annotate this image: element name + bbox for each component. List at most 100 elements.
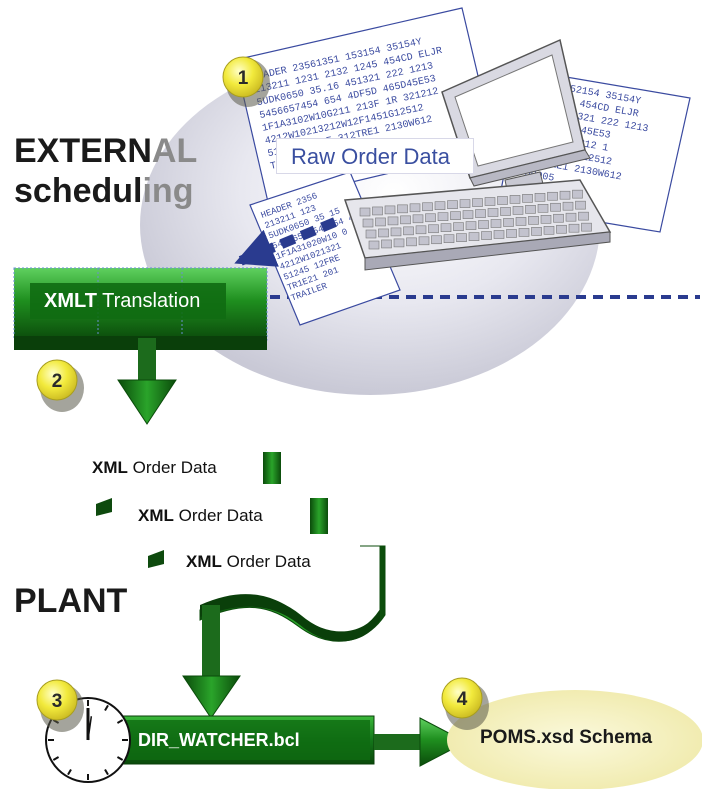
xml-order-data-label-3: XML Order Data [186,552,311,571]
keyboard-key [418,236,430,246]
keyboard-key [490,219,502,228]
step-number-2: 2 [52,371,63,392]
step-number-3: 3 [52,691,63,712]
keyboard-key [578,211,589,221]
keyboard-key [378,228,389,238]
keyboard-key [406,237,417,247]
xmlt-translation-block [13,267,268,350]
xml-order-data-label-2: XML Order Data [138,506,263,525]
keyboard-key [440,223,452,232]
raw-order-data-label: Raw Order Data [276,138,474,174]
keyboard-key [581,222,592,232]
keyboard-key [465,221,477,230]
raw-data-flow-arrow [234,217,337,267]
keyboard-key [368,240,380,250]
keyboard-key [422,202,433,212]
keyboard-key [556,224,567,234]
plant-input-arrow [182,605,241,719]
keyboard-key [437,212,449,221]
keyboard-key [462,210,474,219]
keyboard-key [472,198,483,207]
keyboard-key [478,220,489,229]
xml-data-flow-shape [199,545,386,642]
keyboard-key [484,197,496,206]
step-badge-2: 2 [36,359,84,412]
keyboard-key [431,235,442,245]
keyboard-key [425,213,436,223]
keyboard-key [500,207,511,216]
poms-schema-label: POMS.xsd Schema [480,727,653,748]
keyboard-key [572,189,583,199]
step-number-1: 1 [238,68,249,89]
keyboard-key [515,217,527,226]
external-heading: EXTERNAL [14,132,198,170]
keyboard-key [381,239,392,249]
xml-order-data-label-1: XML Order Data [92,458,217,477]
keyboard-key [559,190,571,200]
keyboard-key [493,230,505,239]
keyboard-key [447,200,458,209]
keyboard-key [387,216,399,226]
keyboard-key [528,216,539,225]
keyboard-key [481,231,492,240]
keyboard-key [565,212,577,222]
keyboard-key [503,218,514,227]
keyboard-key [537,204,549,213]
poms-schema-ellipse [447,690,702,789]
keyboard-key [540,215,552,224]
keyboard-key [412,214,424,224]
keyboard-key [568,223,580,233]
keyboard-key [415,225,427,235]
keyboard-key [518,228,530,237]
keyboard-key [362,218,374,228]
step-badge-3: 3 [36,679,84,732]
keyboard-key [365,229,377,239]
keyboard-key [400,215,411,225]
keyboard-key [375,217,386,227]
xmlt-output-arrow [117,338,177,425]
keyboard-key [497,196,508,205]
keyboard-key [525,205,536,214]
keyboard-key [547,191,558,201]
keyboard-key [575,200,586,210]
clock-tick [116,756,124,761]
keyboard-key [393,238,405,248]
keyboard-key [409,203,421,213]
xmlt-translation-label: XMLT Translation [44,290,201,312]
keyboard-key [553,213,564,223]
keyboard-key [543,226,555,235]
keyboard-key [443,234,455,243]
step-number-4: 4 [457,689,468,710]
keyboard-key [522,194,533,203]
clock-tick [67,768,72,776]
dir-watcher-bar [91,715,375,765]
clock-tick [116,719,124,724]
keyboard-key [550,202,561,212]
keyboard-key [531,227,542,236]
poms-arrow [374,717,468,767]
keyboard-key [453,222,464,231]
keyboard-key [450,211,461,220]
keyboard-key [506,229,517,238]
keyboard-key [456,233,467,242]
clock-tick [104,704,109,712]
keyboard-key [434,201,446,210]
keyboard-key [372,206,383,216]
step-badge-1: 1 [222,56,270,107]
computer-icon [343,38,612,271]
keyboard-key [384,205,396,215]
keyboard-key [390,227,402,237]
keyboard-key [475,209,486,218]
keyboard-key [468,232,480,241]
keyboard-key [359,207,371,217]
keyboard-key [428,224,439,234]
keyboard-key [562,201,574,211]
keyboard-key [459,199,471,208]
keyboard-key [487,208,499,217]
xml-file-icons [96,452,328,568]
clock-tick [52,756,60,761]
step-badge-4: 4 [441,677,489,730]
dir-watcher-label: DIR_WATCHER.bcl [138,730,300,750]
plant-heading: PLANT [14,582,128,620]
